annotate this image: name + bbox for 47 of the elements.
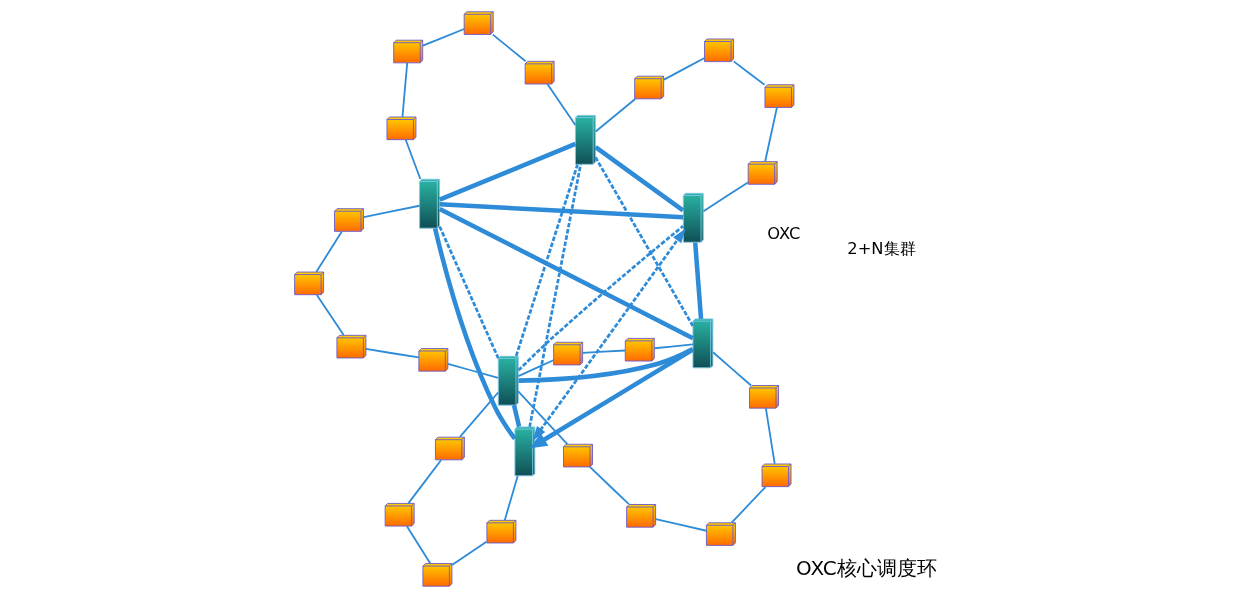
connector bbox=[594, 156, 695, 327]
connector bbox=[438, 225, 500, 359]
connector bbox=[653, 343, 694, 350]
connector bbox=[588, 466, 630, 506]
connector bbox=[365, 348, 420, 359]
connector bbox=[362, 204, 421, 218]
connector bbox=[594, 98, 637, 133]
connector bbox=[439, 202, 684, 220]
label: OXC核心调度环 bbox=[796, 556, 937, 580]
connector bbox=[404, 138, 422, 180]
connector bbox=[764, 407, 776, 465]
connector bbox=[401, 62, 409, 118]
connector bbox=[451, 540, 488, 566]
connector bbox=[764, 106, 778, 163]
connector bbox=[702, 181, 749, 213]
connector bbox=[517, 359, 555, 377]
connector bbox=[421, 28, 465, 47]
connector bbox=[517, 225, 684, 372]
connector bbox=[730, 486, 767, 524]
connector bbox=[407, 459, 443, 505]
legend-label: 2+N集群 bbox=[847, 239, 916, 259]
connector bbox=[663, 57, 706, 81]
arrow bbox=[530, 347, 694, 449]
legend-label: OXC bbox=[767, 224, 801, 244]
connector bbox=[514, 164, 579, 357]
connector bbox=[518, 347, 694, 383]
connector bbox=[503, 475, 519, 522]
connector bbox=[517, 390, 569, 446]
connector bbox=[732, 60, 766, 86]
connector bbox=[459, 391, 499, 438]
arrow bbox=[532, 228, 686, 441]
connector bbox=[447, 362, 500, 379]
connector bbox=[581, 349, 626, 354]
connector bbox=[438, 141, 577, 202]
connector bbox=[546, 83, 577, 126]
connector bbox=[654, 518, 708, 532]
connector bbox=[315, 294, 345, 336]
connector bbox=[692, 242, 704, 320]
connector bbox=[712, 351, 752, 387]
connector bbox=[511, 404, 522, 428]
connector bbox=[406, 525, 432, 565]
connector bbox=[491, 33, 527, 63]
connector bbox=[594, 145, 685, 213]
connector bbox=[438, 206, 694, 341]
connector bbox=[432, 227, 517, 441]
connector bbox=[315, 230, 343, 273]
connector bbox=[528, 164, 582, 427]
